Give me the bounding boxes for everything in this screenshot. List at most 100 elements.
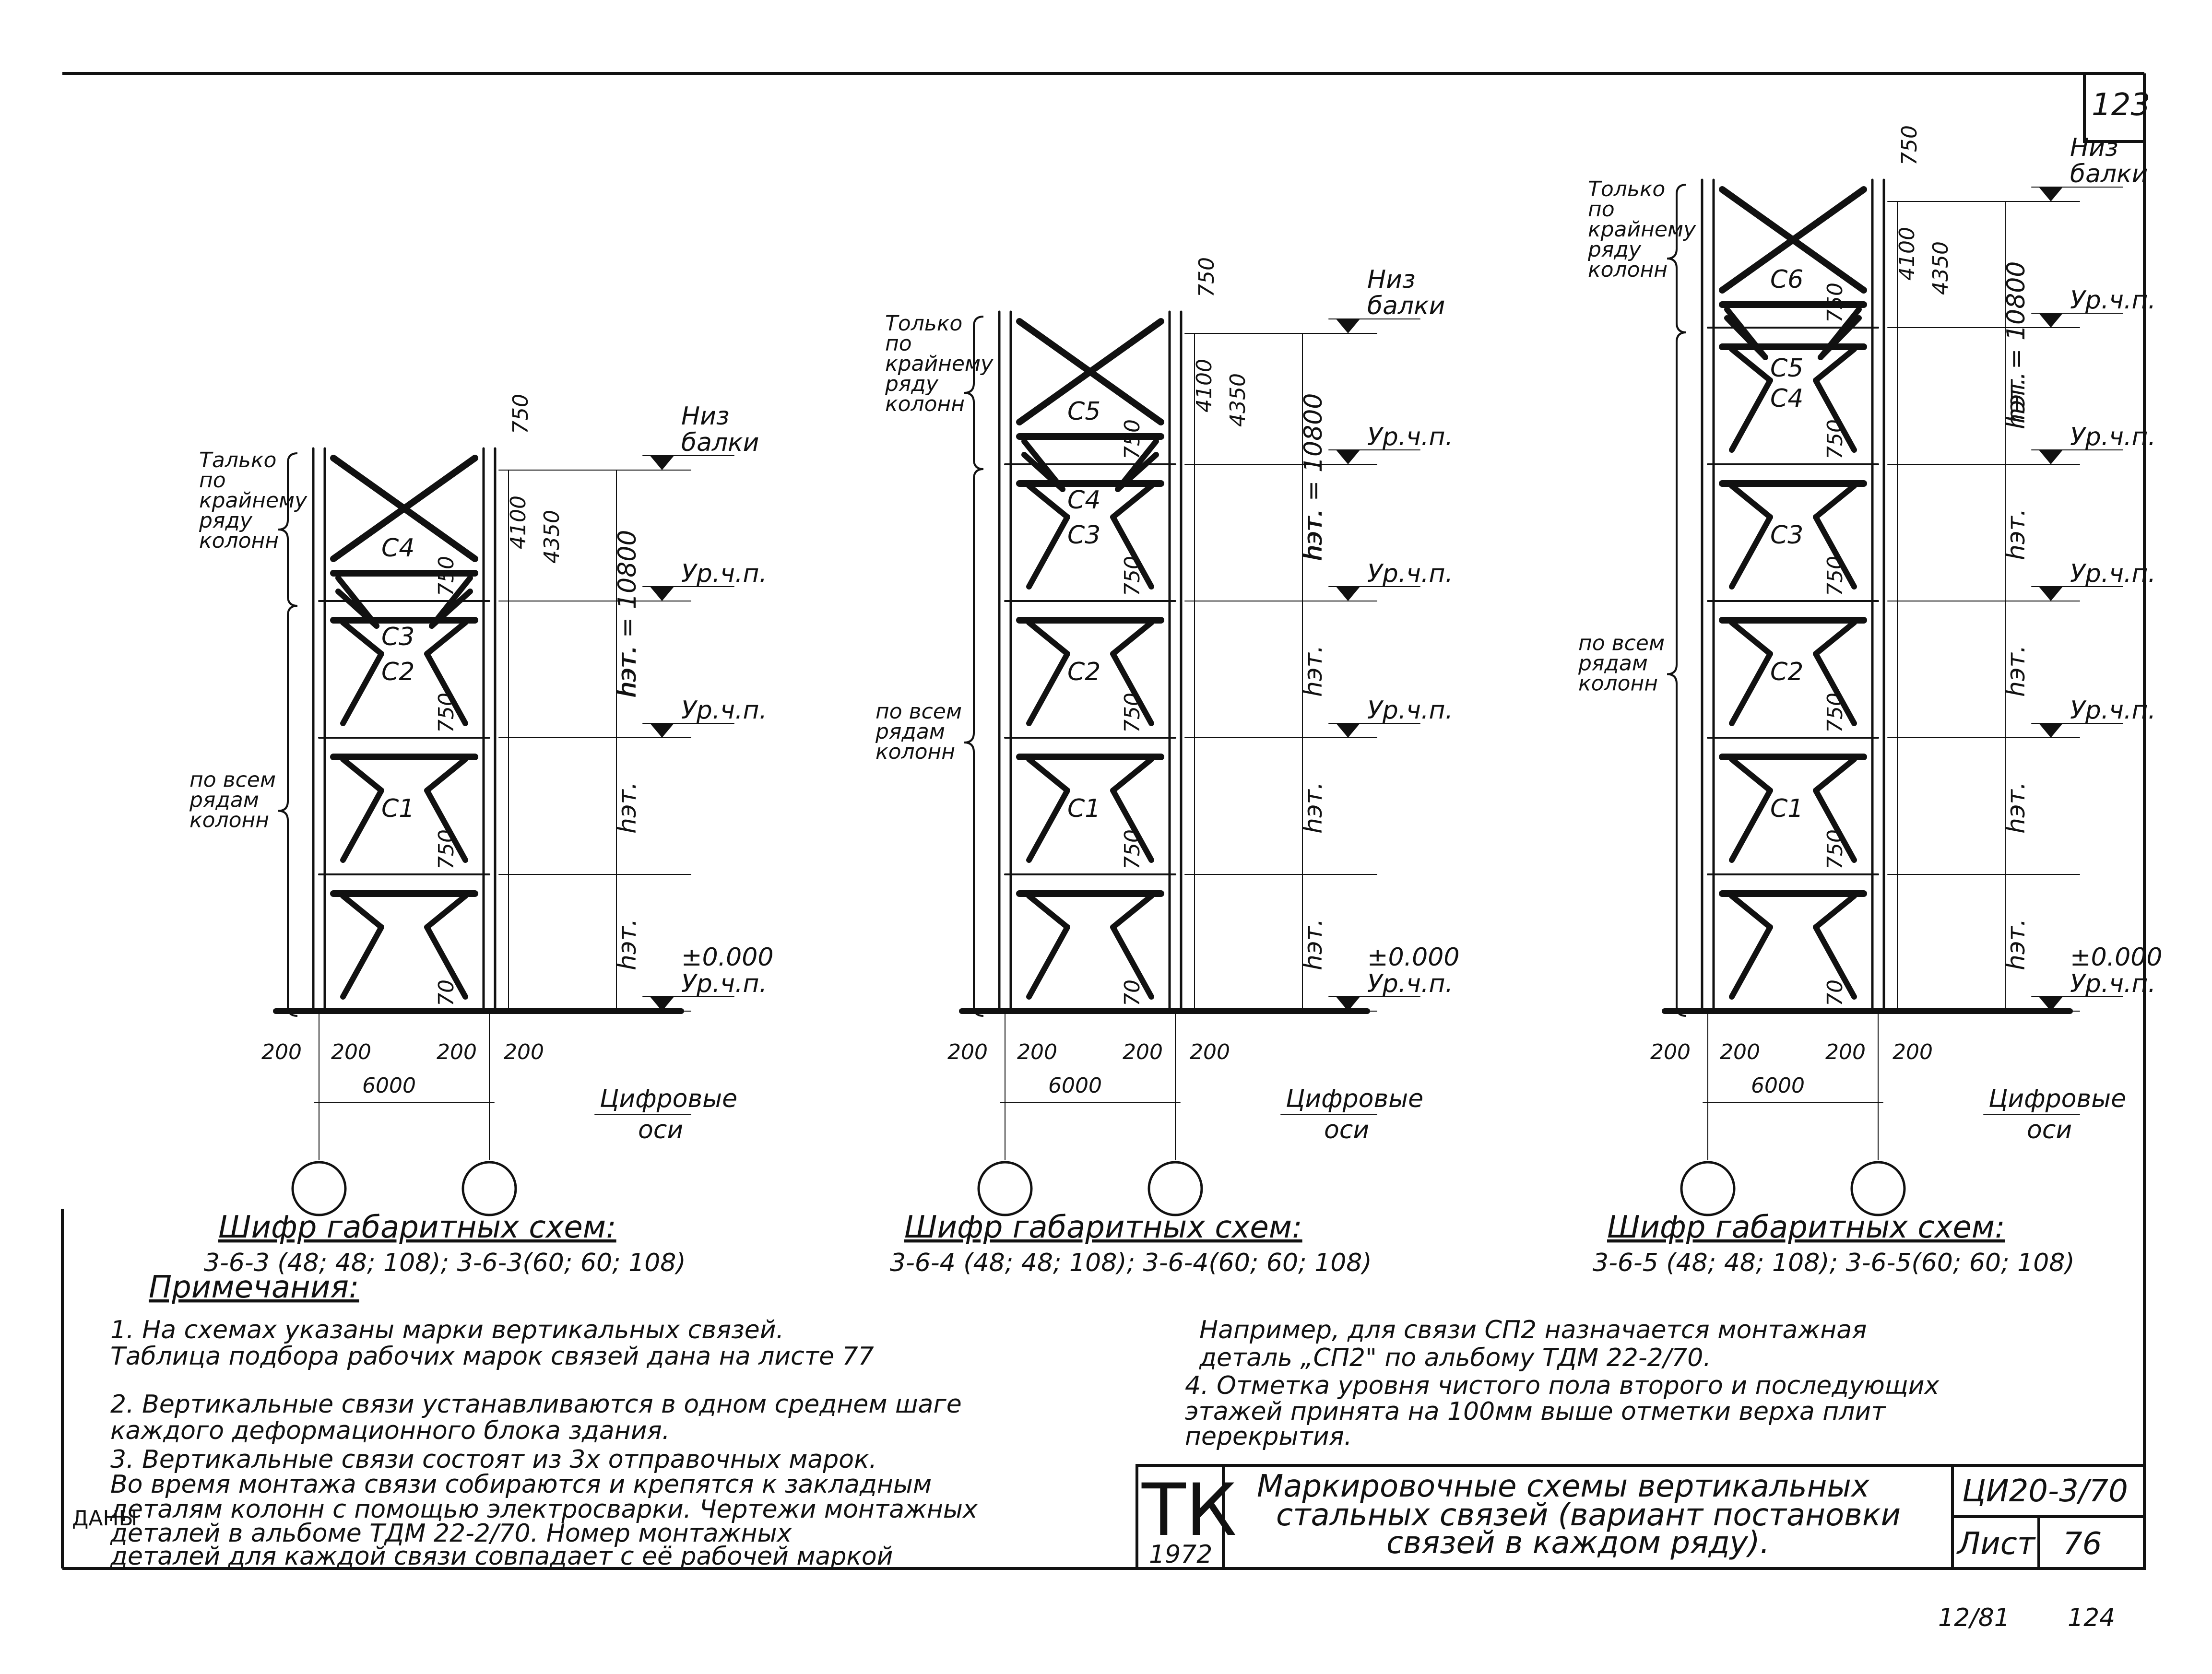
top-zone-label-line: по xyxy=(199,468,226,493)
bottom-zone-bracket xyxy=(964,468,984,1017)
brace-diagonal xyxy=(1026,483,1070,520)
dim-200: 200 xyxy=(261,1040,302,1064)
cipher-codes: 3-6-4 (48; 48; 108); 3-6-4(60; 60; 108) xyxy=(890,1249,1372,1277)
bottom-zone-label-line: рядам xyxy=(1578,651,1648,676)
axes-label: Цифровые xyxy=(600,1085,737,1113)
brace-label-с1: С1 xyxy=(1770,794,1803,823)
brace-diagonal xyxy=(1026,514,1070,589)
top-zone-label-line: крайнему xyxy=(1588,217,1696,242)
top-zone-label-line: ряду xyxy=(885,372,939,396)
dim-750: 750 xyxy=(1120,556,1145,596)
bottom-zone-label-line: по всем xyxy=(1578,631,1665,656)
dim-4350: 4350 xyxy=(1226,373,1250,427)
bottom-zone-bracket xyxy=(278,605,298,1017)
brace-diagonal xyxy=(340,893,384,930)
top-zone-label-line: ряду xyxy=(1587,237,1642,262)
bottom-zone-label-line: колонн xyxy=(1578,672,1658,696)
top-zone-label-line: Только xyxy=(885,311,962,336)
bottom-zone-label-line: рядам xyxy=(875,719,945,744)
level-label: Ур.ч.п. xyxy=(2070,696,2156,725)
axis-circle-right xyxy=(461,1161,517,1216)
brace-diagonal xyxy=(1026,756,1070,793)
top-zone-label-line: ряду xyxy=(199,508,253,533)
dim-height-total: hэт. = 10800 xyxy=(1299,393,1328,561)
axes-label: оси xyxy=(2027,1116,2072,1144)
level-label: ±0.000 xyxy=(1367,943,1459,972)
axis-circle-left xyxy=(291,1161,347,1216)
dim-750: 750 xyxy=(1195,257,1219,297)
note-line-left-9: деталей для каждой связи совпадает с её … xyxy=(110,1542,893,1571)
level-marker xyxy=(2039,587,2063,601)
level-marker xyxy=(1336,723,1360,738)
note-line-left-7: деталям колонн с помощью электросварки. … xyxy=(110,1495,978,1524)
brace-diagonal xyxy=(1729,620,1773,657)
dim-750: 750 xyxy=(1823,283,1847,323)
brace-diagonal xyxy=(340,788,384,863)
dim-750: 750 xyxy=(434,556,459,596)
level-label: Ур.ч.п. xyxy=(1367,969,1453,998)
brace-label-с1: С1 xyxy=(381,794,414,823)
brace-diagonal xyxy=(424,893,468,930)
bottom-zone-label-line: по всем xyxy=(189,768,276,792)
dim-200: 200 xyxy=(1825,1040,1866,1064)
notes-heading: Примечания: xyxy=(149,1270,359,1305)
note-line-left-5: 3. Вертикальные связи состоят из 3х отпр… xyxy=(110,1445,877,1474)
brace-label-с5: С5 xyxy=(1770,354,1803,383)
brace-diagonal xyxy=(1110,514,1154,589)
level-marker xyxy=(2039,450,2063,464)
note-line-left-2: Таблица подбора рабочих марок связей дан… xyxy=(110,1342,874,1371)
brace-label-с3: С3 xyxy=(381,623,414,651)
top-zone-label-line: крайнему xyxy=(199,488,308,513)
cipher-title: Шифр габаритных схем: xyxy=(218,1210,616,1245)
dim-4350: 4350 xyxy=(1928,241,1953,295)
dim-200: 200 xyxy=(1650,1040,1691,1064)
footer-number-2: 124 xyxy=(2068,1603,2115,1632)
note-line-left-8: деталей в альбоме ТДМ 22-2/70. Номер мон… xyxy=(110,1519,793,1548)
dim-4350: 4350 xyxy=(540,510,564,564)
dim-height-total: hэт. = 10800 xyxy=(613,530,642,698)
level-label: Ур.ч.п. xyxy=(681,559,767,588)
brace-diagonal xyxy=(1813,651,1857,726)
dim-height-floor: hэт. xyxy=(1299,645,1328,697)
brace-diagonal xyxy=(1818,315,1862,360)
left-margin-label: ДАНЫ xyxy=(72,1506,137,1531)
brace-diagonal xyxy=(1813,483,1857,520)
dim-height-floor: hэт. xyxy=(1299,782,1328,834)
brace-diagonal xyxy=(1110,924,1154,1000)
brace-diagonal xyxy=(1729,651,1773,726)
level-marker xyxy=(2039,313,2063,328)
brace-label-с4: С4 xyxy=(381,534,414,563)
title-block-title-3: связей в каждом ряду). xyxy=(1386,1525,1770,1561)
scheme-3-6-5: С6С5С4С3С2С1Толькопокрайнемурядуколоннпо… xyxy=(1578,125,2162,1277)
bottom-zone-bracket xyxy=(1667,331,1687,1017)
top-zone-label-line: Только xyxy=(1588,177,1665,201)
note-line-right-3: 4. Отметка уровня чистого пола второго и… xyxy=(1185,1371,1940,1400)
brace-diagonal xyxy=(1110,788,1154,863)
brace-diagonal xyxy=(1729,346,1773,383)
brace-diagonal xyxy=(1813,924,1857,1000)
brace-diagonal xyxy=(424,651,468,726)
note-line-right-4: этажей принята на 100мм выше отметки вер… xyxy=(1185,1397,1886,1426)
level-label: Ур.ч.п. xyxy=(2070,969,2156,998)
brace-label-с3: С3 xyxy=(1067,521,1100,550)
brace-label-с3: С3 xyxy=(1770,521,1803,550)
bottom-zone-label-line: по всем xyxy=(875,699,962,724)
top-zone-label-line: колонн xyxy=(1588,258,1668,282)
dim-200: 200 xyxy=(1190,1040,1230,1064)
level-label: Низ xyxy=(1367,265,1416,294)
brace-diagonal xyxy=(1110,651,1154,726)
title-block-sheet-label: Лист xyxy=(1956,1526,2036,1562)
title-block-code: ЦИ20-3/70 xyxy=(1962,1474,2128,1509)
title-block-title-2: стальных связей (вариант постановки xyxy=(1276,1497,1901,1533)
dim-200: 200 xyxy=(1893,1040,1933,1064)
level-marker xyxy=(650,997,674,1011)
title-block-org: ТК xyxy=(1141,1469,1237,1552)
level-marker xyxy=(650,456,674,470)
level-label: Ур.ч.п. xyxy=(1367,696,1453,725)
level-marker xyxy=(1336,450,1360,464)
cipher-codes: 3-6-5 (48; 48; 108); 3-6-5(60; 60; 108) xyxy=(1593,1249,2075,1277)
dim-750: 750 xyxy=(1823,556,1847,596)
brace-diagonal xyxy=(1026,620,1070,657)
